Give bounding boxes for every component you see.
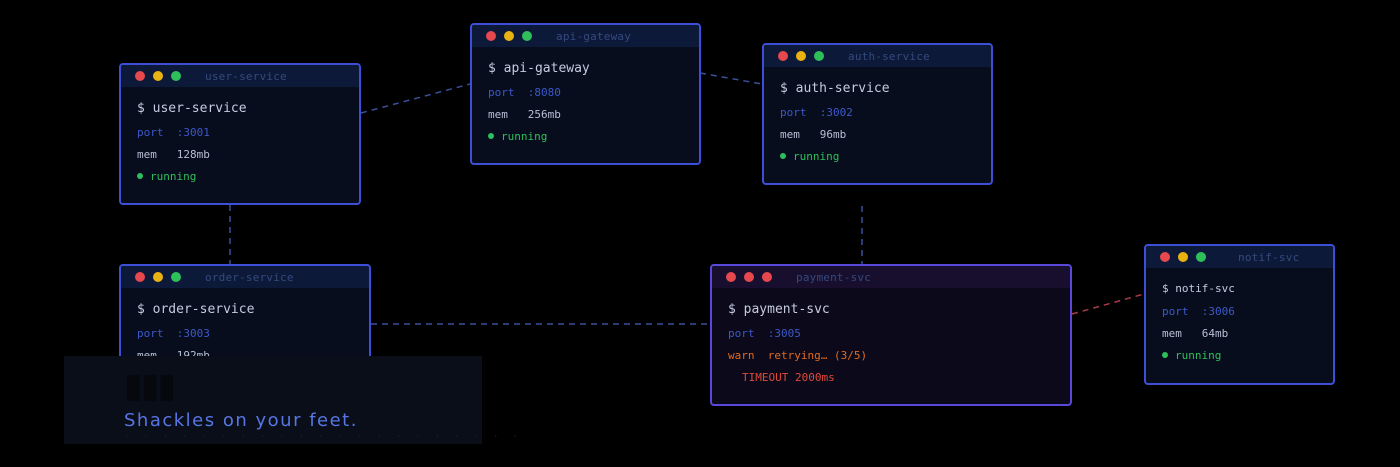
port-value: :3006 [1201,305,1235,318]
port-value: :3002 [819,106,853,119]
mem-label: mem [488,108,508,121]
terminal-order-service[interactable]: order-service $ order-service port :3003… [119,264,371,374]
port-value: :3005 [767,327,801,340]
connector-payment-notif [1071,293,1145,315]
mem-label: mem [780,128,800,141]
decorative-ticks: ····················· [124,432,532,442]
window-title: notif-svc [1238,250,1300,264]
mem-value: 64mb [1201,327,1229,340]
terminal-payment-svc[interactable]: payment-svc $ payment-svc port :3005 war… [710,264,1072,406]
window-title: auth-service [848,49,930,63]
maximize-dot-icon[interactable] [762,272,772,282]
minimize-dot-icon[interactable] [153,71,163,81]
port-label: port [137,327,164,340]
window-title: api-gateway [556,29,632,43]
maximize-dot-icon[interactable] [814,51,824,61]
port-value: :8080 [527,86,561,99]
command-line: $ payment-svc [728,302,830,317]
minimize-dot-icon[interactable] [1178,252,1188,262]
port-label: port [137,126,164,139]
logo-mark: ▮▮▮ [124,366,176,406]
minimize-dot-icon[interactable] [504,31,514,41]
warn-value: retrying… (3/5) [767,349,868,362]
close-dot-icon[interactable] [135,272,145,282]
port-label: port [1162,305,1189,318]
close-dot-icon[interactable] [1160,252,1170,262]
mem-value: 96mb [819,128,847,141]
maximize-dot-icon[interactable] [171,272,181,282]
maximize-dot-icon[interactable] [522,31,532,41]
maximize-dot-icon[interactable] [171,71,181,81]
mem-label: mem [137,148,157,161]
status-dot-icon [1162,352,1168,358]
terminal-auth-service[interactable]: auth-service $ auth-service port :3002 m… [762,43,993,185]
mem-value: 256mb [527,108,561,121]
port-label: port [488,86,515,99]
command-line: $ auth-service [780,81,890,96]
port-label: port [780,106,807,119]
status-text: running [501,130,548,143]
terminal-api-gateway[interactable]: api-gateway $ api-gateway port :8080 mem… [470,23,701,165]
close-dot-icon[interactable] [135,71,145,81]
terminal-notif-svc[interactable]: notif-svc $ notif-svc port :3006 mem 64m… [1144,244,1335,385]
mem-value: 128mb [176,148,210,161]
status-dot-icon [137,173,143,179]
tagline: Shackles on your feet. [124,410,358,431]
title-bar: order-service [121,266,369,288]
status-dot-icon [488,133,494,139]
port-label: port [728,327,755,340]
title-bar: notif-svc [1146,246,1333,268]
close-dot-icon[interactable] [486,31,496,41]
error-text: TIMEOUT 2000ms [742,371,835,384]
port-value: :3001 [176,126,210,139]
terminal-user-service[interactable]: user-service $ user-service port :3001 m… [119,63,361,205]
port-value: :3003 [176,327,210,340]
warn-label: warn [728,349,755,362]
connector-gateway-auth [699,72,763,85]
mem-label: mem [1162,327,1182,340]
status-text: running [150,170,197,183]
caption-overlay: ▮▮▮ Shackles on your feet. ·············… [64,356,518,444]
minimize-dot-icon[interactable] [153,272,163,282]
command-line: $ notif-svc [1162,282,1235,295]
status-text: running [1175,349,1222,362]
window-title: user-service [205,69,287,83]
status-text: running [793,150,840,163]
command-line: $ api-gateway [488,61,590,76]
status-dot-icon [780,153,786,159]
minimize-dot-icon[interactable] [796,51,806,61]
connector-user-gateway [360,83,471,114]
maximize-dot-icon[interactable] [1196,252,1206,262]
close-dot-icon[interactable] [726,272,736,282]
close-dot-icon[interactable] [778,51,788,61]
minimize-dot-icon[interactable] [744,272,754,282]
window-title: order-service [205,270,294,284]
title-bar: auth-service [764,45,991,67]
title-bar: user-service [121,65,359,87]
command-line: $ order-service [137,302,255,317]
window-title: payment-svc [796,270,872,284]
title-bar: api-gateway [472,25,699,47]
title-bar: payment-svc [712,266,1070,288]
command-line: $ user-service [137,101,247,116]
